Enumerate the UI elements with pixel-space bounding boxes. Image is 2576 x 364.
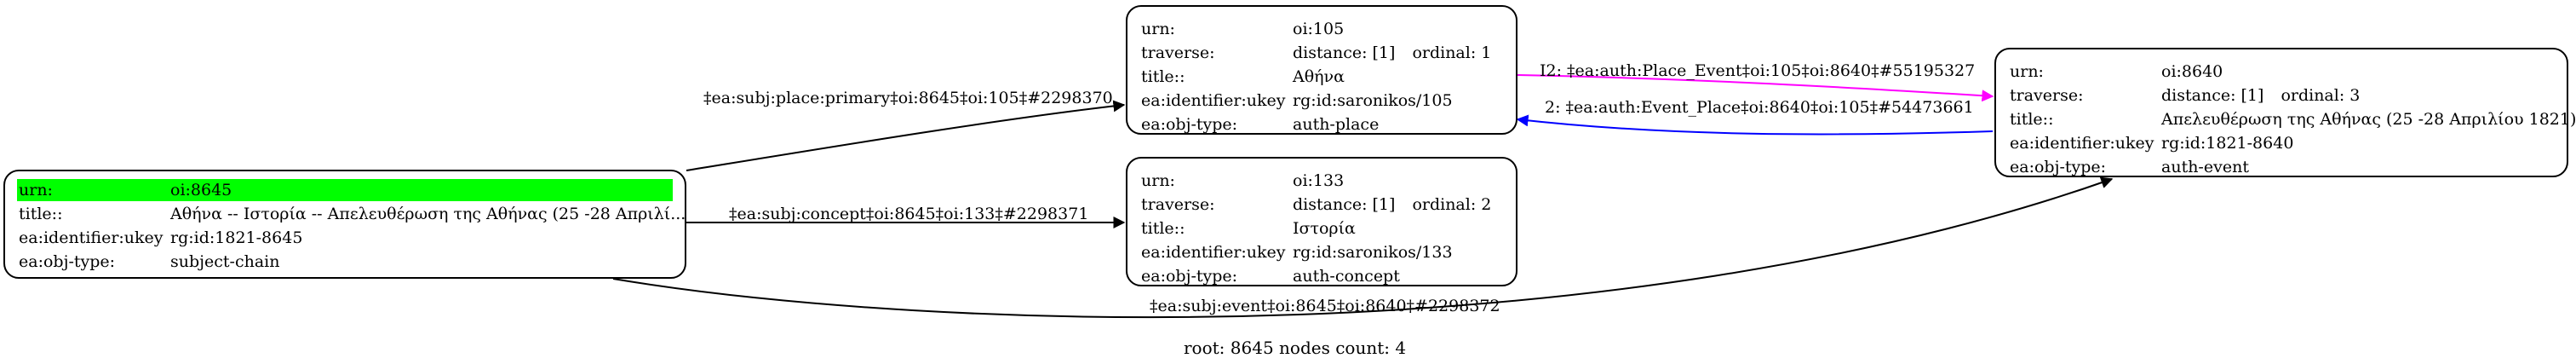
title-label: title:: [19,205,63,223]
urn-label: urn: [1141,171,1175,190]
node-105-urn-row: urn: oi:105 [1139,17,1504,41]
title-value: Ιστορία [1293,219,1356,238]
node-105-ukey-row: ea:identifier:ukey rg:id:saronikos/105 [1139,89,1504,113]
type-value: auth-concept [1293,267,1400,286]
node-8645-title-row: title:: Αθήνα -- Ιστορία -- Απελευθέρωση… [17,202,686,226]
edge-event [612,176,2114,319]
ukey-label: ea:identifier:ukey [19,228,164,247]
node-133-ukey-row: ea:identifier:ukey rg:id:saronikos/133 [1139,240,1504,264]
distance-value: distance: [1] [1293,43,1396,62]
type-label: ea:obj-type: [19,252,116,271]
ukey-label: ea:identifier:ukey [1141,243,1286,262]
edge-place [686,100,1126,171]
node-133-urn-row: urn: oi:133 [1139,169,1504,193]
edge-concept-label: ‡ea:subj:concept‡oi:8645‡oi:133‡#2298371 [729,205,1089,223]
edge-event-label: ‡ea:subj:event‡oi:8645‡oi:8640‡#2298372 [1150,297,1500,315]
traverse-label: traverse: [2010,86,2084,105]
title-label: title:: [1141,67,1185,86]
node-133-traverse-row: traverse: distance: [1] ordinal: 2 [1139,193,1504,217]
urn-label: urn: [1141,20,1175,38]
node-8640[interactable]: urn: oi:8640 traverse: distance: [1] ord… [1994,48,2576,179]
title-value: Αθήνα -- Ιστορία -- Απελευθέρωση της Αθή… [170,205,686,223]
urn-value: oi:8645 [167,179,673,201]
ordinal-value: ordinal: 1 [1412,43,1492,62]
edge-place-label: ‡ea:subj:place:primary‡oi:8645‡oi:105‡#2… [703,89,1113,107]
node-105[interactable]: urn: oi:105 traverse: distance: [1] ordi… [1126,5,1517,135]
node-8640-title-row: title:: Απελευθέρωση της Αθήνας (25 -28 … [2008,107,2576,131]
node-8645[interactable]: urn: oi:8645 title:: Αθήνα -- Ιστορία --… [3,170,686,279]
type-value: auth-place [1293,115,1380,134]
node-8640-ukey-row: ea:identifier:ukey rg:id:1821-8640 [2008,131,2555,155]
node-8645-type-row: ea:obj-type: subject-chain [17,250,673,274]
ukey-value: rg:id:saronikos/105 [1293,91,1453,110]
title-value: Αθήνα [1293,67,1345,86]
ukey-label: ea:identifier:ukey [2010,134,2154,153]
edge-event-place-label: 2: ‡ea:auth:Event_Place‡oi:8640‡oi:105‡#… [1545,98,1974,117]
node-133-title-row: title:: Ιστορία [1139,217,1504,240]
ukey-value: rg:id:saronikos/133 [1293,243,1453,262]
type-value: subject-chain [170,252,280,271]
distance-value: distance: [1] [2161,86,2264,105]
urn-label: urn: [2010,62,2044,81]
graph-footer: root: 8645 nodes count: 4 [1184,338,1407,358]
title-value: Απελευθέρωση της Αθήνας (25 -28 Απριλίου… [2161,110,2576,129]
urn-value: oi:105 [1293,20,1345,38]
ukey-value: rg:id:1821-8640 [2161,134,2294,153]
node-8645-ukey-row: ea:identifier:ukey rg:id:1821-8645 [17,226,673,250]
edge-event-place [1516,114,1994,136]
node-8640-traverse-row: traverse: distance: [1] ordinal: 3 [2008,84,2555,107]
traverse-label: traverse: [1141,43,1215,62]
type-label: ea:obj-type: [2010,158,2107,176]
ukey-value: rg:id:1821-8645 [170,228,303,247]
type-value: auth-event [2161,158,2249,176]
urn-value: oi:8640 [2161,62,2223,81]
type-label: ea:obj-type: [1141,115,1238,134]
ukey-label: ea:identifier:ukey [1141,91,1286,110]
node-105-type-row: ea:obj-type: auth-place [1139,113,1504,136]
node-133[interactable]: urn: oi:133 traverse: distance: [1] ordi… [1126,157,1517,286]
node-133-type-row: ea:obj-type: auth-concept [1139,264,1504,288]
ordinal-value: ordinal: 3 [2281,86,2361,105]
title-label: title:: [1141,219,1185,238]
urn-label: urn: [17,179,167,201]
ordinal-value: ordinal: 2 [1412,195,1492,214]
node-8640-urn-row: urn: oi:8640 [2008,60,2555,84]
distance-value: distance: [1] [1293,195,1396,214]
edge-place-event [1517,74,1994,102]
node-105-title-row: title:: Αθήνα [1139,65,1504,89]
node-105-traverse-row: traverse: distance: [1] ordinal: 1 [1139,41,1504,65]
type-label: ea:obj-type: [1141,267,1238,286]
node-8645-urn-row: urn: oi:8645 [17,178,673,202]
edge-place-event-label: I2: ‡ea:auth:Place_Event‡oi:105‡oi:8640‡… [1540,61,1976,80]
title-label: title:: [2010,110,2054,129]
node-8640-type-row: ea:obj-type: auth-event [2008,155,2555,179]
traverse-label: traverse: [1141,195,1215,214]
urn-value: oi:133 [1293,171,1345,190]
